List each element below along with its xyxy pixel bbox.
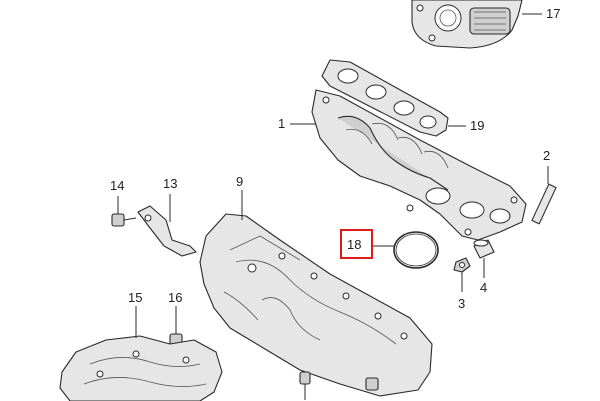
callout-19: 19 [470, 118, 484, 133]
callout-13: 13 [163, 176, 177, 191]
lower-bolt-part [169, 306, 183, 349]
bracket-part [137, 205, 197, 257]
sleeve-part [473, 239, 495, 259]
callout-9: 9 [236, 174, 243, 189]
stud-part [531, 166, 557, 225]
bolt-part [111, 196, 137, 227]
callout-16: 16 [168, 290, 182, 305]
lower-heat-shield-part [59, 335, 223, 401]
callout-4: 4 [480, 280, 487, 295]
shield-bolt-part [299, 371, 379, 400]
heat-shield-part [199, 213, 433, 397]
callout-1: 1 [278, 116, 285, 131]
exhaust-manifold-part [311, 89, 527, 241]
callout-17: 17 [546, 6, 560, 21]
callout-3: 3 [458, 296, 465, 311]
callout-18-highlight-box [340, 229, 373, 259]
o-ring-gasket-part [393, 231, 439, 269]
nut-part [453, 257, 471, 273]
callout-2: 2 [543, 148, 550, 163]
callout-14: 14 [110, 178, 124, 193]
callout-18: 18 [347, 237, 361, 252]
callout-15: 15 [128, 290, 142, 305]
throttle-body-part [411, 0, 523, 49]
manifold-gasket-part [321, 59, 449, 137]
